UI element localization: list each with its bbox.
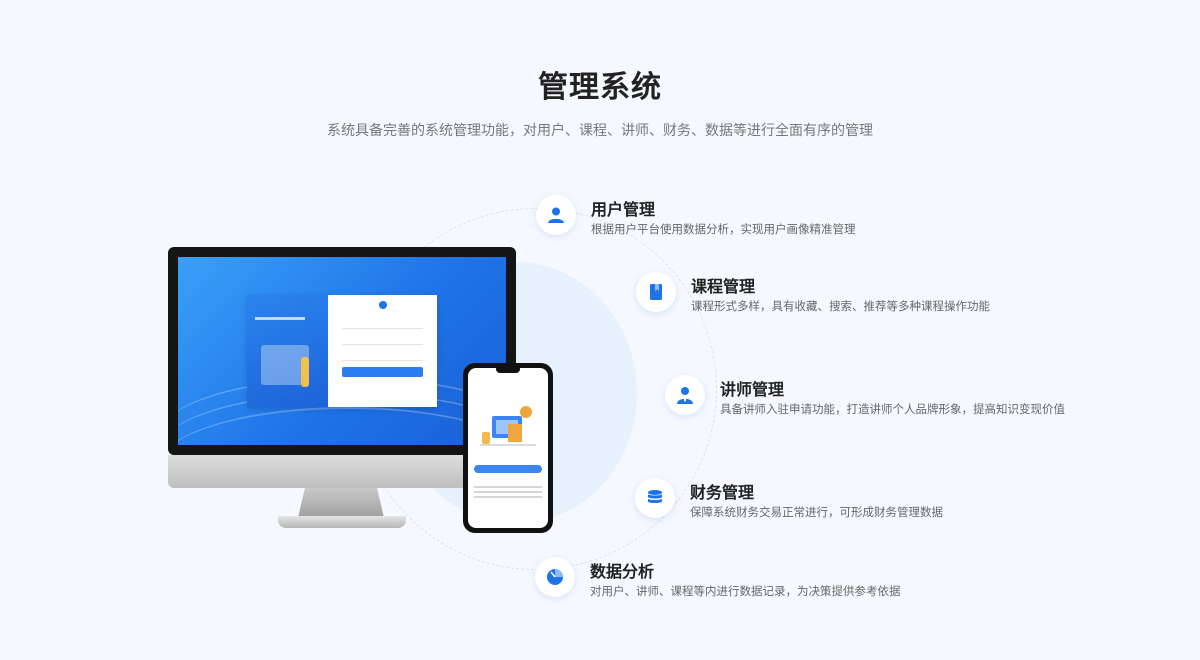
monitor-chin <box>168 455 516 488</box>
page-title: 管理系统 <box>538 70 662 105</box>
password-field-mockup <box>342 335 423 345</box>
pie-chart-icon <box>535 557 575 597</box>
monitor-illustration <box>168 247 516 455</box>
phone-illustration <box>463 363 553 533</box>
login-card-banner <box>247 295 328 407</box>
monitor-base <box>278 516 406 528</box>
feature-title: 课程管理 <box>691 277 756 296</box>
login-form-mockup <box>328 295 437 407</box>
feature-desc: 具备讲师入驻申请功能，打造讲师个人品牌形象，提高知识变现价值 <box>720 402 1065 416</box>
username-field-mockup <box>342 319 423 329</box>
feature-desc: 保障系统财务交易正常进行，可形成财务管理数据 <box>690 505 943 519</box>
feature-desc: 对用户、讲师、课程等内进行数据记录，为决策提供参考依据 <box>590 584 901 598</box>
feature-title: 用户管理 <box>591 200 656 219</box>
logo <box>378 301 387 309</box>
screen-wave <box>178 407 506 445</box>
phone-screen <box>468 368 548 528</box>
login-button-mockup <box>342 367 423 377</box>
feature-desc: 根据用户平台使用数据分析，实现用户画像精准管理 <box>591 222 856 236</box>
login-card-mockup <box>247 295 437 407</box>
feature-title: 数据分析 <box>590 562 655 581</box>
feature-desc: 课程形式多样，具有收藏、搜索、推荐等多种课程操作功能 <box>691 299 990 313</box>
captcha-field-mockup <box>342 351 423 361</box>
feature-title: 讲师管理 <box>720 380 785 399</box>
database-icon <box>635 478 675 518</box>
monitor-stand <box>298 488 384 518</box>
book-icon <box>636 272 676 312</box>
user-icon <box>536 195 576 235</box>
feature-title: 财务管理 <box>690 483 755 502</box>
monitor-screen <box>178 257 506 445</box>
phone-login-button-mockup <box>474 465 542 473</box>
page-subtitle: 系统具备完善的系统管理功能，对用户、课程、讲师、财务、数据等进行全面有序的管理 <box>327 123 873 139</box>
phone-illustration-art <box>480 406 536 446</box>
lecturer-icon <box>665 375 705 415</box>
